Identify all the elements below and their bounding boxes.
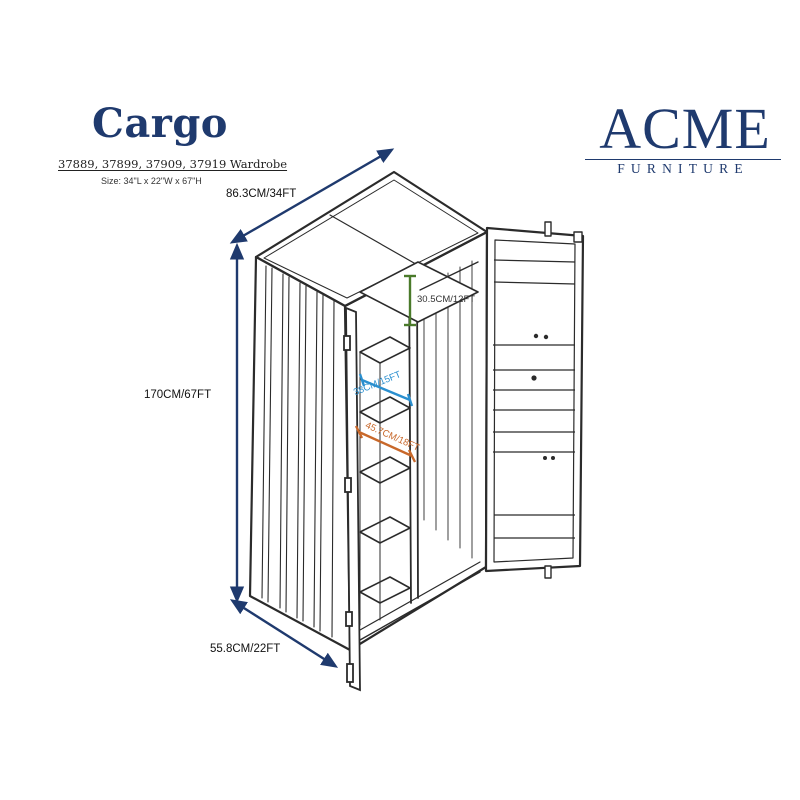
top-shelf-gap-label: 30.5CM/12FT (417, 294, 476, 305)
brand-logo: ACME FURNITURE (585, 100, 785, 177)
brand-subtitle: FURNITURE (585, 159, 781, 177)
top-shelf-gap-marker (404, 274, 416, 327)
height-label: 170CM/67FT (144, 389, 212, 401)
shelf-depth-marker (358, 373, 414, 407)
right-door (484, 221, 585, 579)
left-door (343, 306, 361, 692)
depth-label: 55.8CM/22FT (210, 643, 281, 655)
depth-dimension-line (229, 599, 339, 668)
product-title: Cargo (92, 100, 228, 147)
dimension-lines (229, 148, 395, 668)
wardrobe-body (248, 170, 489, 652)
length-dimension-line (229, 148, 395, 244)
size-spec: Size: 34"L x 22"W x 67"H (101, 176, 202, 186)
shelf-width-marker (354, 425, 417, 463)
brand-name: ACME (599, 96, 771, 161)
length-label: 86.3CM/34FT (226, 188, 297, 200)
